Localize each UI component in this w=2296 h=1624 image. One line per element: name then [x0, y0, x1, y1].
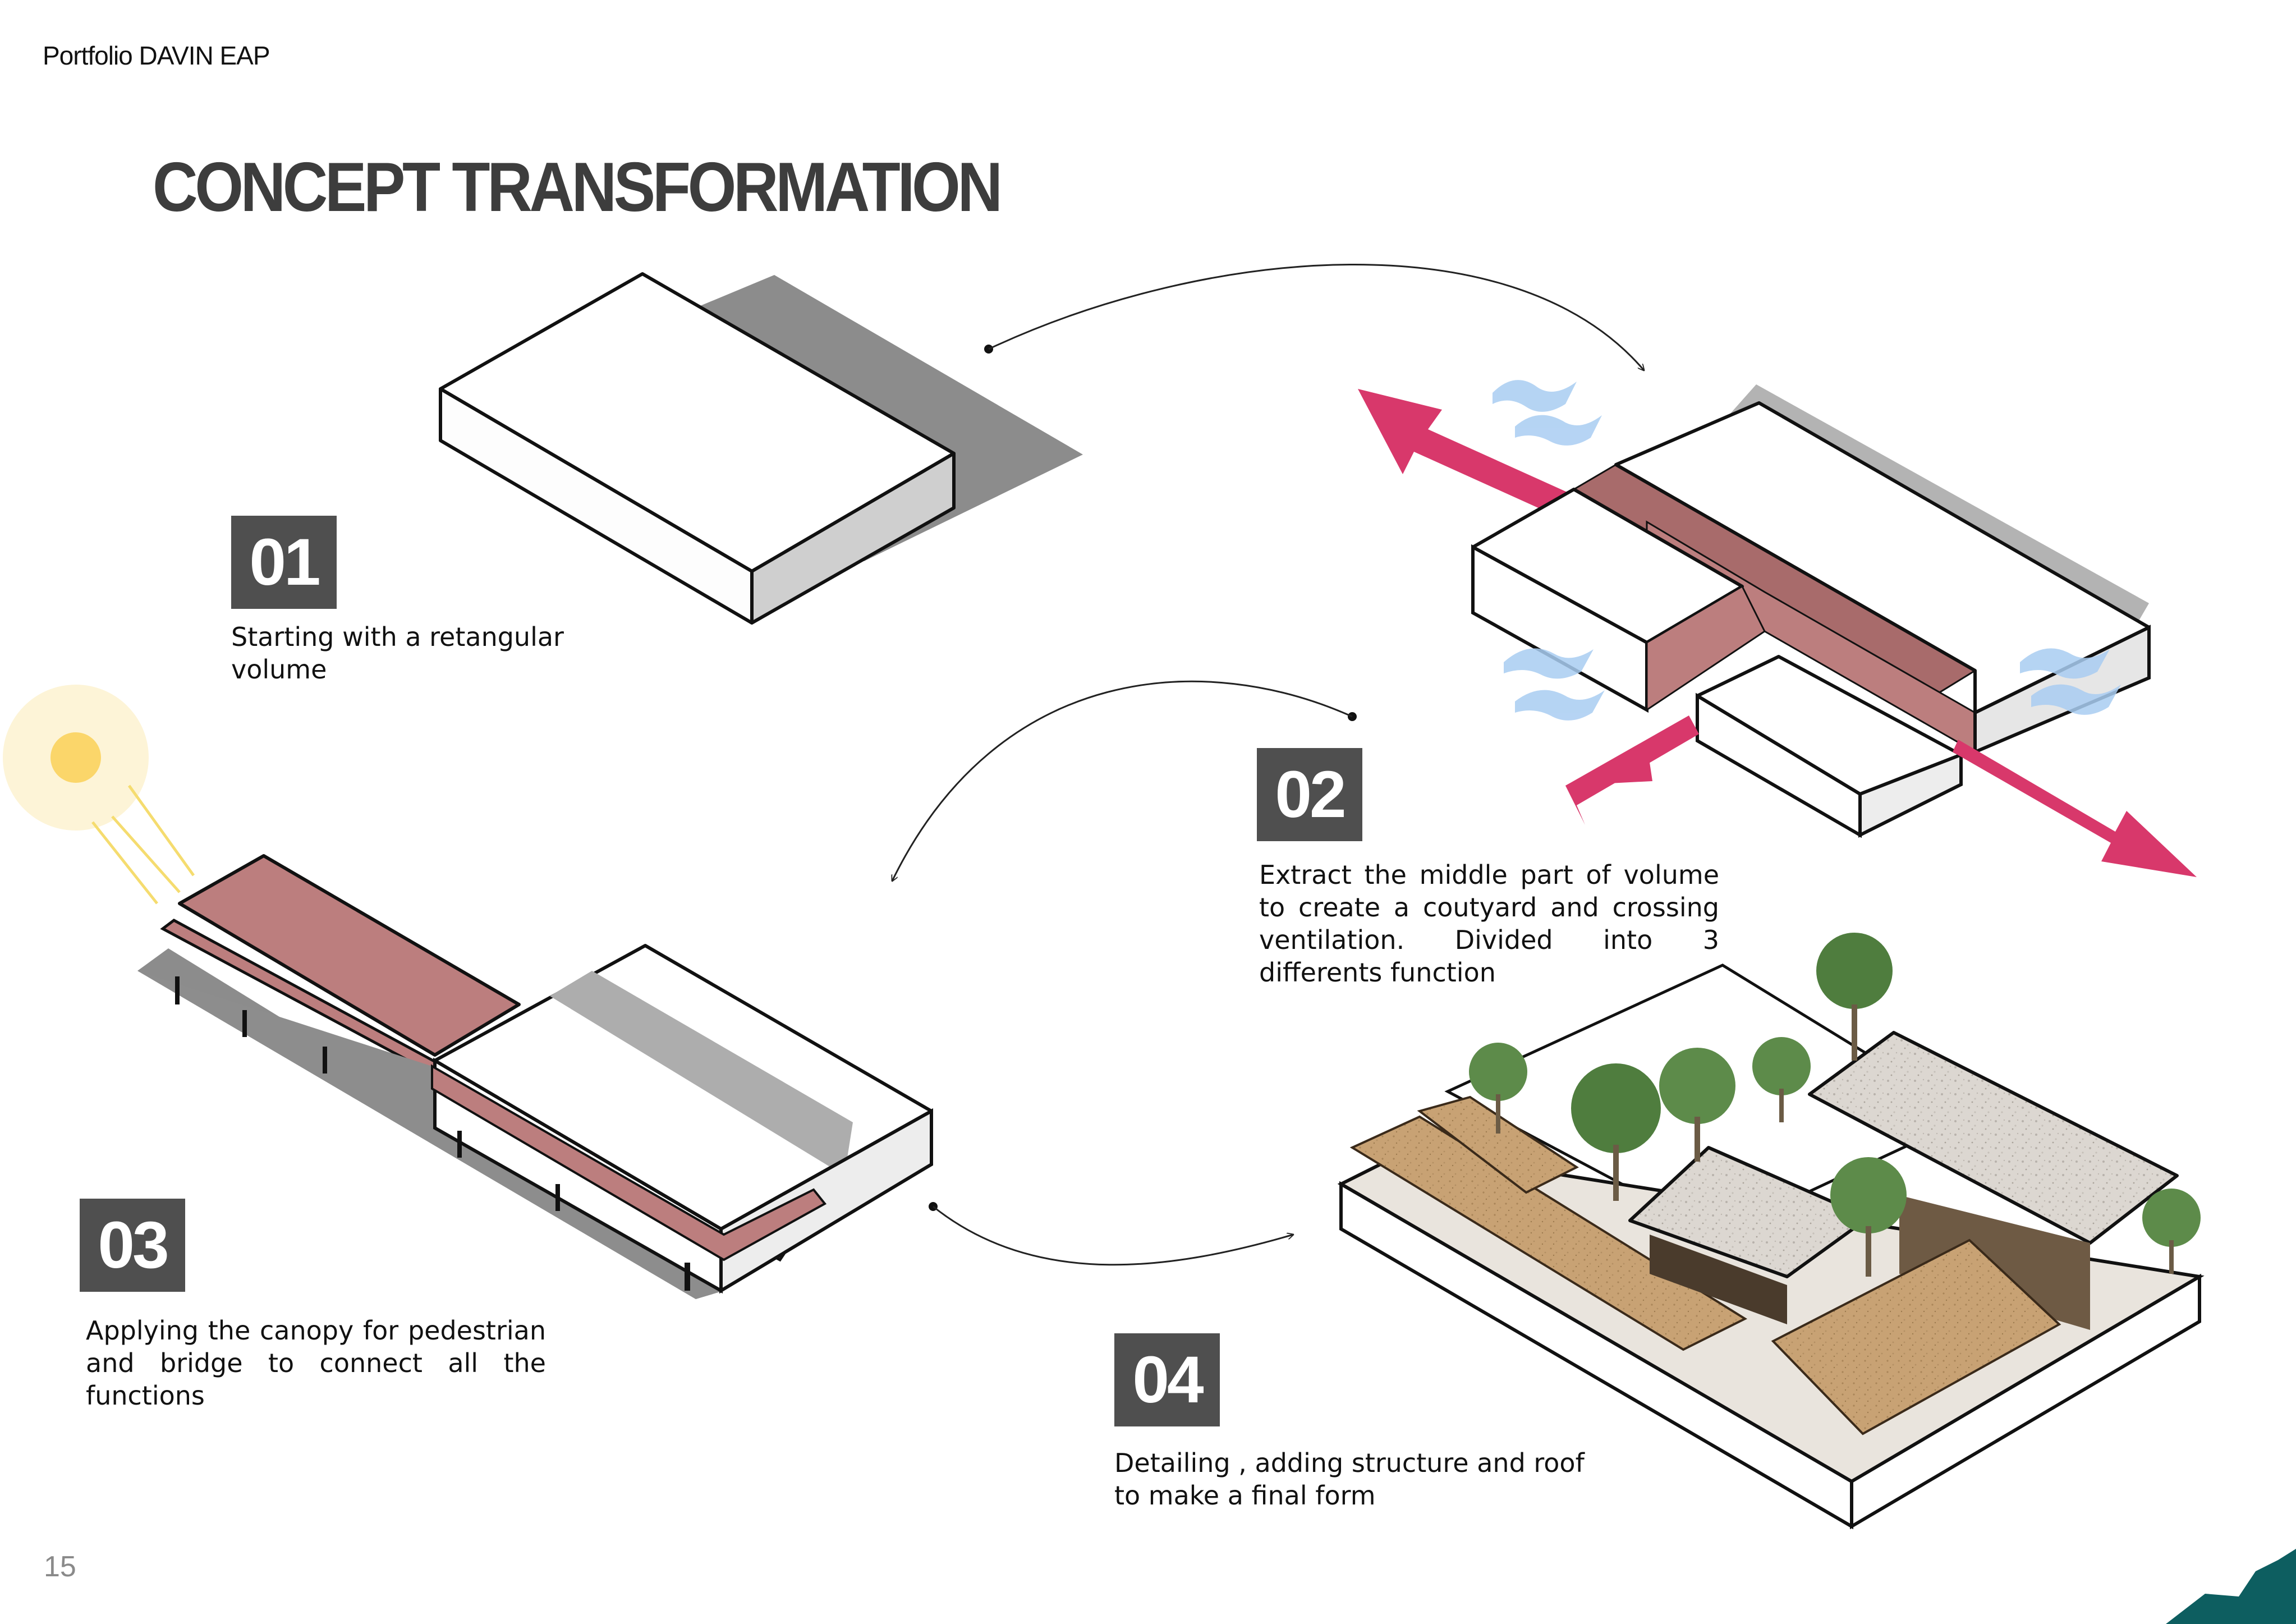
sun-rays-icon	[91, 785, 195, 905]
step-04-badge: 04	[1114, 1333, 1220, 1426]
canopy-upper-roof	[178, 854, 521, 1057]
courtyard-floor	[1646, 585, 1766, 712]
arrow-3-curve	[933, 1205, 1293, 1266]
volume-04-illustration	[1337, 933, 2205, 1530]
ventilation-arrow-southeast	[1953, 740, 2197, 877]
bridge-deck	[431, 1064, 827, 1261]
corner-brush-decoration	[2166, 1549, 2296, 1624]
sun-icon	[50, 732, 101, 783]
page-number: 15	[44, 1550, 76, 1583]
main-building-roof	[1808, 1031, 2179, 1245]
volume-03-illustration	[3, 685, 933, 1299]
walkway-roof-north	[1417, 1095, 1579, 1194]
walkway-roof-west	[1349, 1115, 1748, 1351]
step-01-badge: 01	[231, 516, 337, 609]
step-02-badge: 02	[1257, 748, 1362, 841]
volume-02-front-right	[1858, 752, 1963, 838]
ventilation-arrow-southwest-head	[1565, 744, 1652, 786]
wind-icon	[1493, 380, 2121, 721]
canopy-shadow	[137, 971, 724, 1299]
ventilation-arrow-northwest	[1358, 389, 1602, 530]
pavilion-facade	[1650, 1235, 1787, 1324]
site-base-right	[1850, 1273, 2201, 1530]
volume-02-illustration	[1358, 380, 2197, 877]
pedestrian-icons	[175, 976, 690, 1291]
step-02-description: Extract the middle part of volume to cre…	[1259, 860, 1719, 988]
courtyard-gray	[550, 971, 853, 1176]
step-04-description: Detailing , adding structure and roof to…	[1114, 1448, 1585, 1511]
volume-03-right-face	[719, 1108, 933, 1294]
portfolio-header-label: Portfolio DAVIN EAP	[43, 41, 270, 70]
volume-01-right-face	[750, 452, 956, 625]
page-title: CONCEPT TRANSFORMATION	[153, 149, 1003, 226]
gable-roof	[1771, 1238, 2061, 1435]
volume-01-illustration	[439, 272, 1083, 625]
arrow-2-curve	[892, 680, 1353, 881]
step-03-badge: 03	[80, 1199, 185, 1292]
arrow-1-curve	[988, 264, 1644, 370]
step-01-description: Starting with a retangular volume	[231, 622, 564, 685]
step-03-description: Applying the canopy for pedestrian and b…	[86, 1315, 546, 1411]
tree-icons	[1469, 933, 2201, 1277]
transition-arrows	[892, 264, 1644, 1266]
